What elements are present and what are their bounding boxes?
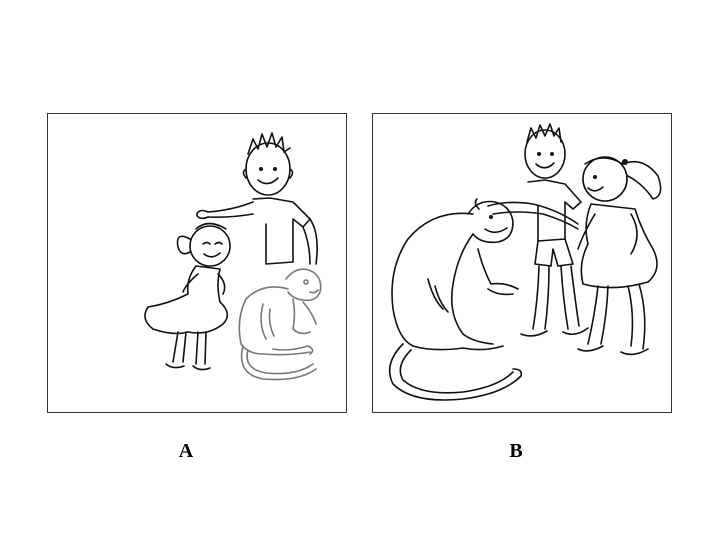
boy-figure xyxy=(196,132,318,265)
panel-b-illustration xyxy=(372,113,672,413)
girl-figure xyxy=(577,156,662,356)
girl-figure xyxy=(144,222,231,371)
panel-a-drawing xyxy=(144,132,322,381)
boy-figure xyxy=(520,123,589,337)
monkey-figure xyxy=(388,198,579,401)
panel-b-drawing xyxy=(388,123,662,401)
monkey-figure-faded xyxy=(238,268,322,381)
panel-b-caption: B xyxy=(509,440,523,462)
panel-a-caption: A xyxy=(178,440,194,462)
panel-a-illustration xyxy=(47,113,347,413)
